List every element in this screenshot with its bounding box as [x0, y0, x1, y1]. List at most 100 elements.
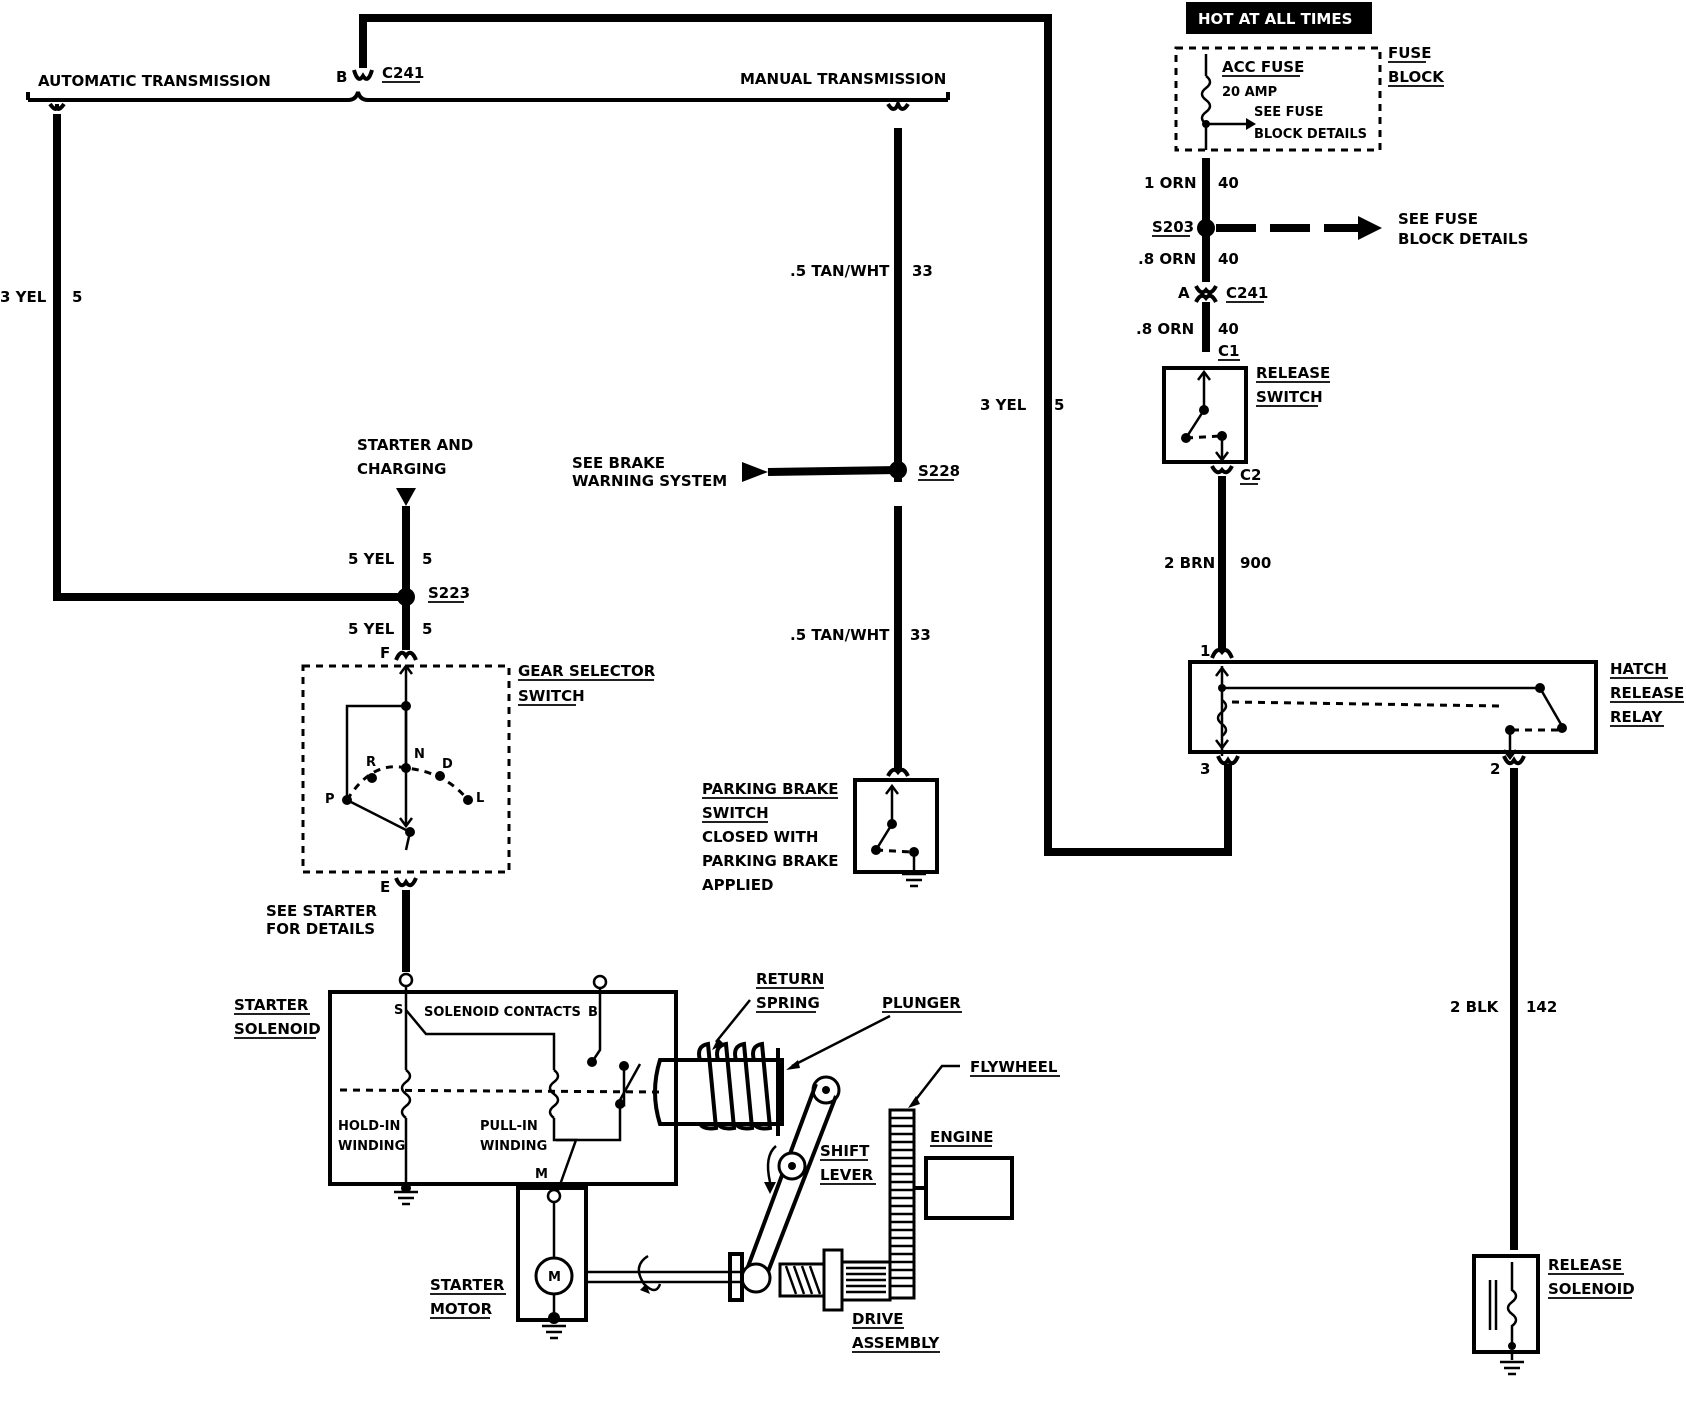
parking-switch-label: SWITCH: [702, 804, 769, 822]
yel-3-left-label: 3 YEL: [0, 288, 47, 306]
brn-2-label: 2 BRN: [1164, 554, 1215, 572]
starter-motor-label: STARTER: [430, 1276, 505, 1294]
yel-5-upper-label: 5 YEL: [348, 550, 395, 568]
winding-2-label: WINDING: [480, 1139, 547, 1154]
see-fuse-2-label: SEE FUSE: [1398, 210, 1478, 228]
pos-d-label: D: [442, 757, 453, 772]
motor-symbol: M: [548, 1270, 561, 1285]
release-solenoid-2-label: SOLENOID: [1548, 1280, 1635, 1298]
brn-2-circuit: 900: [1240, 554, 1271, 572]
lever-label: LEVER: [820, 1166, 874, 1184]
see-fuse-1-label: SEE FUSE: [1254, 105, 1323, 120]
relay-pin-1: 1: [1200, 642, 1210, 660]
tan-lower-circuit: 33: [910, 626, 931, 644]
yel-3-right-circuit: 5: [1054, 396, 1064, 414]
block-details-1-label: BLOCK DETAILS: [1254, 127, 1367, 142]
pin-f-label: F: [380, 644, 390, 662]
tan-lower-label: .5 TAN/WHT: [790, 626, 890, 644]
blk-2-circuit: 142: [1526, 998, 1557, 1016]
pin-a-label: A: [1178, 284, 1190, 302]
flywheel-label: FLYWHEEL: [970, 1058, 1058, 1076]
relay-pin-3: 3: [1200, 760, 1210, 778]
pos-p-label: P: [325, 792, 335, 807]
block-label: BLOCK: [1388, 68, 1445, 86]
gear-selector-switch: GEAR SELECTOR SWITCH P R N D L E SEE STA…: [266, 662, 656, 972]
parking-brake-label: PARKING BRAKE: [702, 780, 839, 798]
pos-n-label: N: [414, 747, 425, 762]
release-switch: RELEASE SWITCH C2 2 BRN 900: [1162, 364, 1330, 652]
starter-and-label: STARTER AND: [357, 436, 473, 454]
hot-at-all-times-label: HOT AT ALL TIMES: [1198, 10, 1352, 28]
pos-l-label: L: [476, 791, 484, 806]
plunger-label: PLUNGER: [882, 994, 961, 1012]
yel-5-lower-circuit: 5: [422, 620, 432, 638]
right-yellow-wire: 3 YEL 5: [980, 24, 1232, 856]
term-m-label: M: [535, 1167, 548, 1182]
orn-08b-label: .8 ORN: [1136, 320, 1194, 338]
term-s-label: S: [394, 1003, 403, 1018]
relay-label: RELAY: [1610, 708, 1664, 726]
c2-label: C2: [1240, 466, 1261, 484]
see-brake-label: SEE BRAKE: [572, 454, 665, 472]
assembly-label: ASSEMBLY: [852, 1334, 940, 1352]
see-starter-label: SEE STARTER: [266, 902, 377, 920]
orn-1-label: 1 ORN: [1144, 174, 1197, 192]
warning-system-label: WARNING SYSTEM: [572, 472, 727, 490]
parking-brake-switch: PARKING BRAKE SWITCH CLOSED WITH PARKING…: [702, 767, 939, 894]
c1-label: C1: [1218, 342, 1239, 360]
relay-pin-2: 2: [1490, 760, 1500, 778]
pos-r-label: R: [366, 755, 376, 770]
pin-b-label: B: [336, 68, 347, 86]
release-switch-2-label: SWITCH: [1256, 388, 1323, 406]
yel-3-left-circuit: 5: [72, 288, 82, 306]
applied-label: APPLIED: [702, 876, 773, 894]
release-solenoid-label: RELEASE: [1548, 1256, 1622, 1274]
s228-label: S228: [918, 462, 960, 480]
starter-charging-branch: STARTER AND CHARGING S223 5 YEL 5 5 YEL …: [348, 436, 473, 662]
engine-label: ENGINE: [930, 1128, 994, 1146]
hold-in-label: HOLD-IN: [338, 1119, 400, 1134]
orn-08a-circuit: 40: [1218, 250, 1239, 268]
s223-label: S223: [428, 584, 470, 602]
hatch-label: HATCH: [1610, 660, 1667, 678]
starter-motor-2-label: MOTOR: [430, 1300, 493, 1318]
fuse-block: HOT AT ALL TIMES ACC FUSE 20 AMP SEE FUS…: [1174, 2, 1445, 152]
orn-08b-circuit: 40: [1218, 320, 1239, 338]
gear-selector-label: GEAR SELECTOR: [518, 662, 656, 680]
manual-transmission-wire: S228 SEE BRAKE WARNING SYSTEM .5 TAN/WHT…: [572, 98, 960, 770]
s203-label: S203: [1152, 218, 1194, 236]
orn-1-circuit: 40: [1218, 174, 1239, 192]
drive-label: DRIVE: [852, 1310, 903, 1328]
solenoid-contacts-label: SOLENOID CONTACTS: [424, 1005, 581, 1020]
spring-label: SPRING: [756, 994, 820, 1012]
tan-upper-circuit: 33: [912, 262, 933, 280]
charging-label: CHARGING: [357, 460, 446, 478]
amp-label: 20 AMP: [1222, 85, 1277, 100]
for-details-label: FOR DETAILS: [266, 920, 375, 938]
block-details-2-label: BLOCK DETAILS: [1398, 230, 1528, 248]
release-relay-label: RELEASE: [1610, 684, 1684, 702]
orange-feed-wire: SEE FUSE BLOCK DETAILS S203 1 ORN 40 .8 …: [1136, 158, 1528, 361]
acc-fuse-label: ACC FUSE: [1222, 58, 1304, 76]
starter-motor: M STARTER MOTOR: [430, 1186, 740, 1340]
c241-right-label: C241: [1226, 284, 1268, 302]
hatch-release-relay: 1 HATCH RELEASE RELAY 3 2 2 BLK 142: [1188, 642, 1684, 1250]
starter-solenoid-label: STARTER: [234, 996, 309, 1014]
pin-e-label: E: [380, 878, 390, 896]
shift-label: SHIFT: [820, 1142, 870, 1160]
starter-solenoid: STARTER SOLENOID S SOLENOID CONTACTS B H…: [234, 972, 678, 1206]
release-solenoid: RELEASE SOLENOID: [1472, 1254, 1635, 1376]
return-label: RETURN: [756, 970, 824, 988]
pull-in-label: PULL-IN: [480, 1119, 538, 1134]
c241-top-label: C241: [382, 64, 424, 82]
yel-5-lower-label: 5 YEL: [348, 620, 395, 638]
flywheel-engine: FLYWHEEL ENGINE: [888, 1058, 1060, 1300]
automatic-transmission-wire: 3 YEL 5: [0, 102, 404, 601]
closed-with-label: CLOSED WITH: [702, 828, 818, 846]
release-switch-label: RELEASE: [1256, 364, 1330, 382]
automatic-transmission-label: AUTOMATIC TRANSMISSION: [38, 72, 271, 90]
orn-08a-label: .8 ORN: [1138, 250, 1196, 268]
yel-5-upper-circuit: 5: [422, 550, 432, 568]
starter-solenoid-2-label: SOLENOID: [234, 1020, 321, 1038]
